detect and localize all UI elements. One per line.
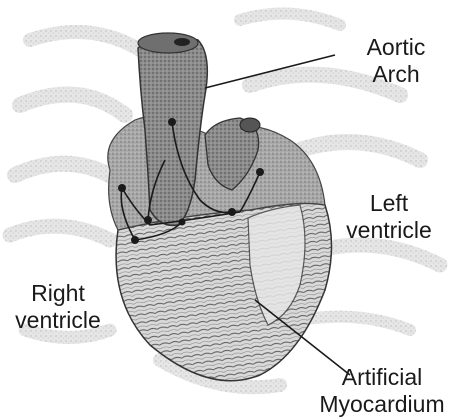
right-ventricle-label-line2: ventricle (8, 307, 108, 334)
heart (108, 33, 332, 381)
artificial-myocardium-label-line1: Artificial (312, 364, 452, 391)
aortic-arch-label-line2: Arch (346, 61, 446, 88)
artificial-myocardium-label: Artificial Myocardium (312, 364, 452, 418)
aortic-arch-label: Aortic Arch (346, 34, 446, 88)
right-ventricle-label-line1: Right (8, 280, 108, 307)
artificial-myocardium-label-line2: Myocardium (312, 391, 452, 418)
left-ventricle-label-line2: ventricle (334, 217, 444, 244)
left-ventricle-label: Left ventricle (334, 190, 444, 244)
left-ventricle-label-line1: Left (334, 190, 444, 217)
right-ventricle-label: Right ventricle (8, 280, 108, 334)
aortic-arch-label-line1: Aortic (346, 34, 446, 61)
